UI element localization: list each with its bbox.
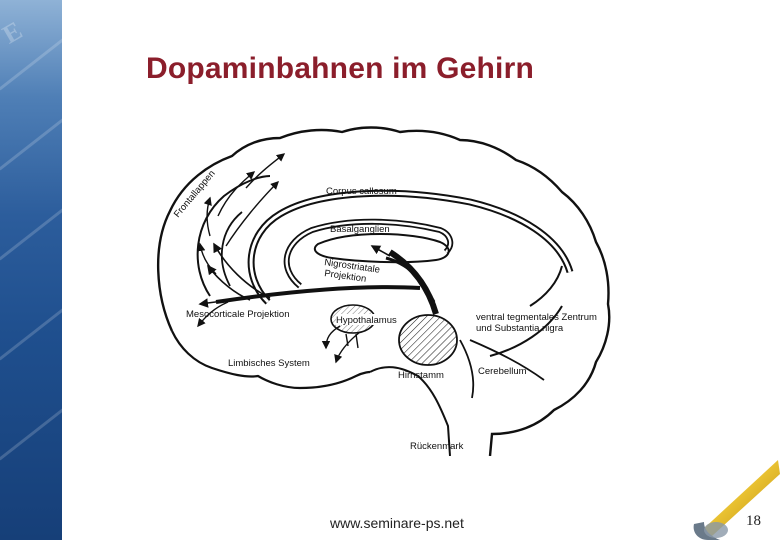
- ventral-tegmental-area: [399, 315, 457, 365]
- page-number: 18: [746, 513, 761, 530]
- watermark-glyph: E: [0, 16, 28, 51]
- brain-outline: [158, 128, 609, 457]
- label-cerebellum: Cerebellum: [478, 366, 527, 377]
- label-hirnstamm: Hirnstamm: [398, 370, 444, 381]
- band-streak: [0, 403, 62, 461]
- label-mesocorticale: Mesocorticale Projektion: [186, 309, 290, 320]
- label-hypothalamus: Hypothalamus: [336, 315, 397, 326]
- band-streak: [0, 303, 62, 361]
- corner-decoration: [690, 460, 780, 540]
- band-streak: [0, 203, 62, 261]
- footer-url: www.seminare-ps.net: [330, 515, 464, 531]
- brain-diagram: Frontallappen Corpus callosum Basalgangl…: [150, 126, 620, 456]
- label-limbisches-system: Limbisches System: [228, 358, 310, 369]
- label-rueckenmark: Rückenmark: [410, 441, 464, 452]
- label-ventral-1: ventral tegmentales Zentrum: [476, 312, 597, 323]
- left-decorative-band: E: [0, 0, 62, 540]
- band-streak: [0, 113, 62, 171]
- label-basalganglien: Basalganglien: [330, 224, 390, 235]
- mesocortical-fiber: [216, 287, 420, 302]
- slide-title: Dopaminbahnen im Gehirn: [146, 52, 534, 86]
- label-ventral-2: und Substantia nigra: [476, 323, 564, 334]
- label-corpus-callosum: Corpus callosum: [326, 186, 397, 197]
